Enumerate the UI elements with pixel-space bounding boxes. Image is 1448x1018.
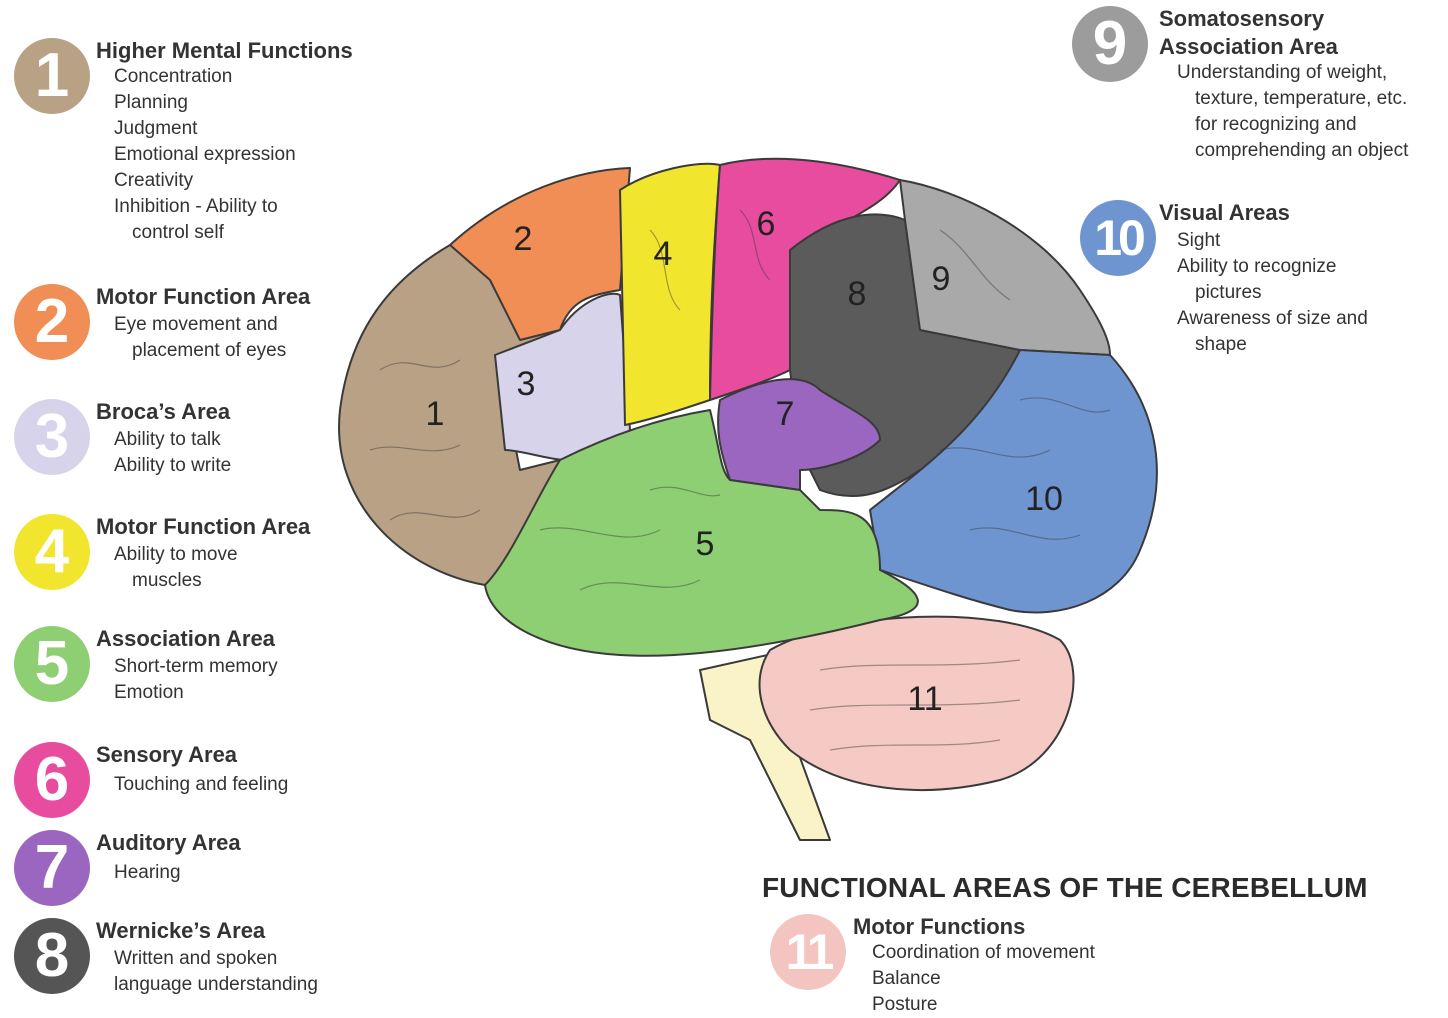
area-10-item-cont: pictures [1177,280,1368,306]
area-2-item: placement of eyes [114,338,286,364]
area-10-item: Ability to recognize [1177,254,1368,280]
area-10-item: Sight [1177,228,1368,254]
brain-label-3: 3 [517,365,536,403]
area-1-title: Higher Mental Functions [96,38,353,64]
area-1-item: Emotional expression [114,142,296,168]
brain-label-10: 10 [1025,480,1063,518]
area-9-item-cont: for recognizing and [1177,112,1408,138]
area-4-item: muscles [114,568,238,594]
area-4-title: Motor Function Area [96,514,310,540]
legend-area-3: 3 Broca’s Area Ability to talk Ability t… [14,399,334,479]
area-4-item-cont: muscles [114,568,238,594]
area-9-item-cont: comprehending an object [1177,138,1408,164]
brain-label-4: 4 [654,235,673,273]
area-9-title-line1: Somatosensory [1159,6,1324,32]
area-11-item: Coordination of movement [872,940,1095,966]
area-3-number-badge: 3 [14,399,90,475]
area-8-item: language understanding [114,972,318,998]
brain-label-2: 2 [514,220,533,258]
area-1-item-cont: control self [114,220,296,246]
brain-label-5: 5 [696,525,715,563]
area-9-item: Understanding of weight, [1177,60,1408,86]
legend-area-7: 7 Auditory Area Hearing [14,830,314,906]
area-2-number-badge: 2 [14,284,90,360]
area-9-item: comprehending an object [1177,138,1408,164]
area-1-item: Concentration [114,64,296,90]
area-6-item: Touching and feeling [114,772,288,798]
legend-area-8: 8 Wernicke’s Area Written and spoken lan… [14,918,374,998]
area-1-number-badge: 1 [14,38,90,114]
area-1-item: Inhibition - Ability to [114,194,296,220]
area-1-item: Planning [114,90,296,116]
area-9-item-cont: texture, temperature, etc. [1177,86,1408,112]
brain-illustration: 1 2 3 4 5 6 7 8 9 10 11 [320,150,1180,850]
area-5-item: Short-term memory [114,654,278,680]
legend-area-11: 11 Motor Functions Coordination of movem… [770,914,1150,1014]
area-9-item: texture, temperature, etc. [1177,86,1408,112]
brain-label-11: 11 [907,680,942,718]
area-1-item: control self [114,220,296,246]
area-10-item-cont: shape [1177,332,1368,358]
area-2-item-cont: placement of eyes [114,338,286,364]
area-10-item: Awareness of size and [1177,306,1368,332]
area-11-title: Motor Functions [853,914,1025,940]
area-7-title: Auditory Area [96,830,241,856]
area-3-item: Ability to write [114,453,231,479]
brain-label-9: 9 [932,260,951,298]
cerebellum-heading: FUNCTIONAL AREAS OF THE CEREBELLUM [762,872,1368,904]
area-7-item: Hearing [114,860,181,886]
area-3-item: Ability to talk [114,427,231,453]
area-11-item: Balance [872,966,1095,992]
brain-label-7: 7 [776,395,795,433]
brain-label-6: 6 [757,205,776,243]
legend-area-5: 5 Association Area Short-term memory Emo… [14,626,344,706]
area-11-item: Posture [872,992,1095,1018]
area-9-item: for recognizing and [1177,112,1408,138]
area-6-title: Sensory Area [96,742,237,768]
area-3-title: Broca’s Area [96,399,230,425]
area-8-item: Written and spoken [114,946,318,972]
area-2-title: Motor Function Area [96,284,310,310]
brain-label-1: 1 [426,395,445,433]
area-8-number-badge: 8 [14,918,90,994]
area-10-item: pictures [1177,280,1368,306]
area-1-item: Creativity [114,168,296,194]
area-9-title-line2: Association Area [1159,34,1338,60]
area-2-item: Eye movement and [114,312,286,338]
area-4-item: Ability to move [114,542,238,568]
area-7-number-badge: 7 [14,830,90,906]
legend-area-6: 6 Sensory Area Touching and feeling [14,742,344,822]
area-5-number-badge: 5 [14,626,90,702]
area-5-item: Emotion [114,680,278,706]
area-9-number-badge: 9 [1072,6,1148,82]
area-8-title: Wernicke’s Area [96,918,265,944]
area-6-number-badge: 6 [14,742,90,818]
area-10-item: shape [1177,332,1368,358]
area-11-number-badge: 11 [770,914,846,990]
area-1-item: Judgment [114,116,296,142]
area-4-number-badge: 4 [14,514,90,590]
brain-label-8: 8 [848,275,867,313]
area-5-title: Association Area [96,626,275,652]
